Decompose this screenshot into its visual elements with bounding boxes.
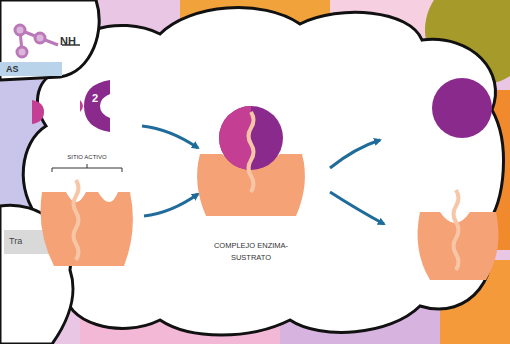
substrate-shape: 2 [80, 80, 110, 132]
complex-shape: COMPLEJO ENZIMA-SUSTRATO [192, 104, 310, 276]
node-text-box: 2 [80, 80, 110, 104]
node-label: 2 [80, 92, 110, 104]
node-text-box: SITIO ACTIVO [38, 150, 136, 160]
enzyme-shape-outline [38, 150, 136, 272]
box-label: Tra [9, 236, 22, 246]
substrate-shape-outline [80, 80, 110, 132]
flow-arrow [142, 126, 198, 148]
complex-shape-outline [192, 104, 310, 276]
node-text-box: COMPLEJO ENZIMA-SUSTRATO [192, 240, 310, 264]
enzyme-shape: SITIO ACTIVO [38, 150, 136, 272]
flow-arrow [144, 194, 198, 216]
node-label: COMPLEJO ENZIMA-SUSTRATO [196, 240, 306, 264]
chem-label: NH [60, 35, 76, 47]
node-label: SITIO ACTIVO [38, 154, 136, 160]
box-label: AS [6, 64, 19, 74]
